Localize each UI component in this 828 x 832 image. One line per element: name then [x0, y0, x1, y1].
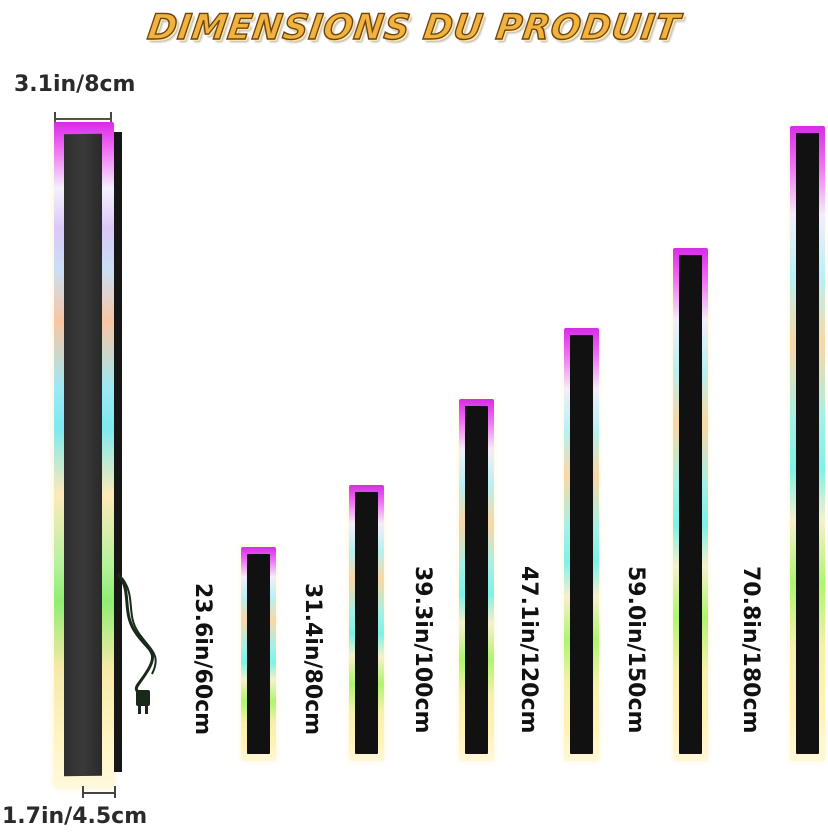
depth-dimension-line [82, 792, 116, 794]
size-label-100cm: 39.3in/100cm [410, 566, 435, 734]
light-bar-150cm [673, 248, 708, 761]
light-bar-80cm [349, 485, 384, 761]
light-bar-60cm [241, 547, 276, 761]
plug-icon [136, 690, 150, 706]
large-light-bar-product [54, 122, 114, 788]
large-light-bar-side [114, 132, 122, 772]
light-bar-180cm [790, 126, 825, 761]
width-dimension-tick-right [110, 112, 112, 124]
depth-dimension-tick-left [82, 786, 84, 798]
size-label-80cm: 31.4in/80cm [300, 583, 325, 736]
light-bar-100cm [459, 399, 494, 761]
width-dimension-tick-left [54, 112, 56, 124]
depth-dimension-label: 1.7in/4.5cm [2, 804, 148, 829]
width-dimension-label: 3.1in/8cm [14, 72, 136, 97]
power-cable-icon [116, 573, 157, 714]
size-label-120cm: 47.1in/120cm [516, 566, 541, 734]
product-dimensions-title: DIMENSIONS DU PRODUIT [144, 7, 683, 48]
width-dimension-line [54, 118, 112, 120]
size-label-150cm: 59.0in/150cm [623, 566, 648, 734]
size-label-180cm: 70.8in/180cm [738, 566, 763, 734]
light-bar-120cm [564, 328, 599, 761]
depth-dimension-tick-right [114, 786, 116, 798]
large-light-bar-face [64, 133, 102, 777]
size-label-60cm: 23.6in/60cm [190, 583, 215, 736]
